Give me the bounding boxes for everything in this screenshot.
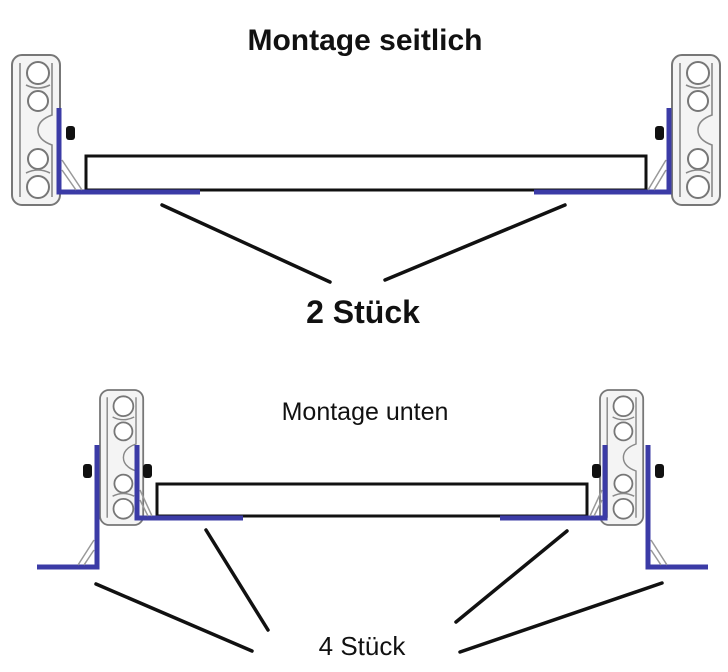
gusset-detail [61,159,83,191]
angle-bracket-icon [56,108,200,195]
leader-line [204,528,270,632]
gusset-detail [650,539,668,566]
leader-line [454,529,569,624]
angle-bracket-icon [500,445,608,521]
bolt-icon [592,464,601,478]
leader-line [383,203,567,282]
bolt-icon [83,464,92,478]
leader-line [458,581,664,654]
drawer-slide-rail-icon [11,54,61,206]
leader-line [94,582,254,653]
bolt-icon [143,464,152,478]
angle-bracket-icon [645,445,708,570]
drawer-slide-rail-icon [671,54,721,206]
angle-bracket-icon [37,445,100,570]
bottom-quantity-label: 4 Stück [319,631,407,661]
top-quantity-label: 2 Stück [306,294,420,330]
bottom-section-title: Montage unten [282,398,449,426]
hatched-board-icon [84,154,648,192]
leader-line [160,203,332,284]
top-section-title: Montage seitlich [247,24,482,57]
bolt-icon [655,126,664,140]
angle-bracket-icon [134,445,243,521]
gusset-detail [77,539,95,566]
bolt-icon [655,464,664,478]
hatched-board-icon [155,482,589,518]
gusset-detail [589,489,603,517]
bolt-icon [66,126,75,140]
gusset-detail [139,489,153,517]
gusset-detail [647,159,667,191]
angle-bracket-icon [534,108,672,195]
